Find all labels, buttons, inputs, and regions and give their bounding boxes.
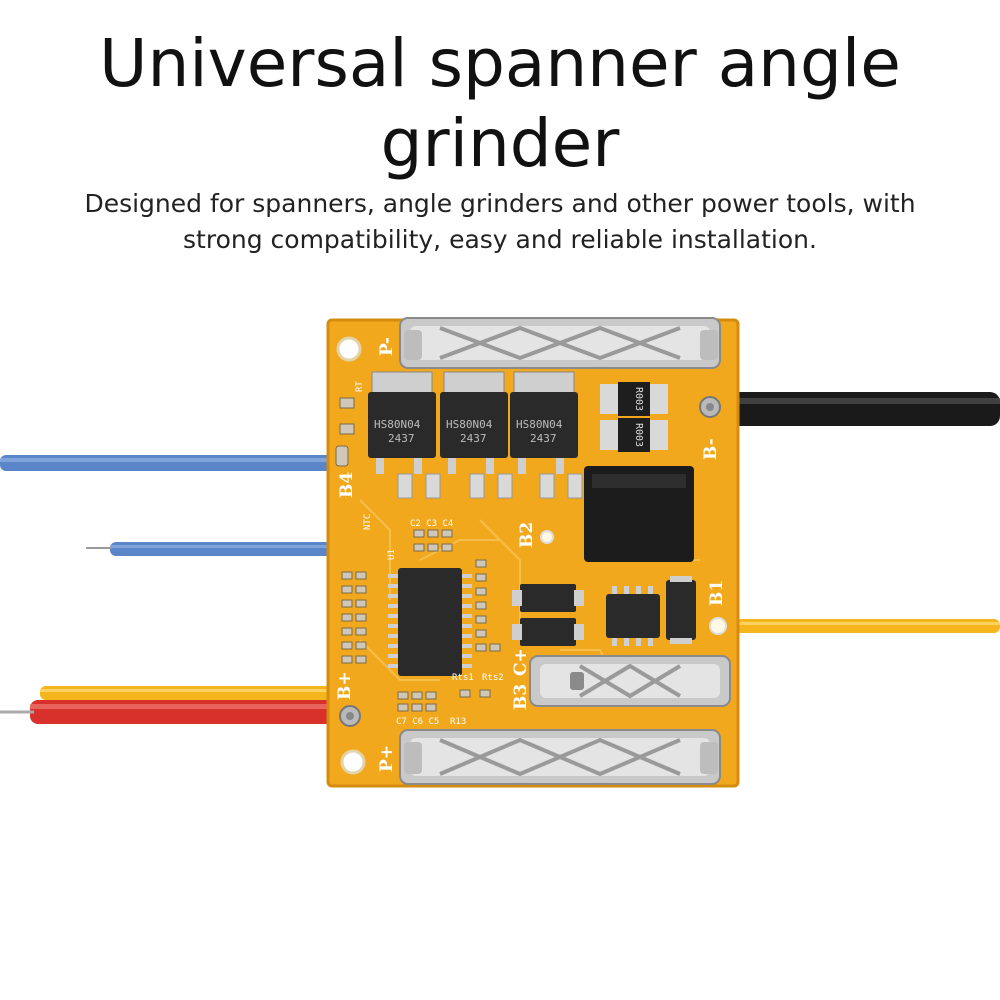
- shunt-resistor-1: R003: [600, 382, 668, 416]
- mosfet-2-marking: HS80N04: [446, 418, 493, 431]
- blue-wire-ntc: [110, 542, 340, 556]
- mosfet-1: HS80N04 2437: [368, 371, 436, 474]
- label-b2: B2: [517, 522, 537, 548]
- label-u1: U1: [387, 549, 397, 560]
- title-line-1: Universal spanner angle: [99, 25, 901, 102]
- label-b1: B1: [707, 580, 727, 606]
- mosfet-3: HS80N04 2437: [510, 371, 578, 474]
- label-rts2: Rts2: [482, 673, 504, 683]
- bms-board-photo: HS80N04 2437 HS80N04 2437 HS80N04 2437: [0, 317, 1000, 788]
- via-center: [540, 530, 554, 544]
- shunt-2-marking: R003: [633, 423, 644, 447]
- diode-d1: [666, 576, 696, 644]
- description-line-2: strong compatibility, easy and reliable …: [183, 225, 817, 254]
- diode-d3: [512, 618, 584, 646]
- label-b4: B4: [337, 472, 357, 498]
- mosfet-array: HS80N04 2437 HS80N04 2437 HS80N04 2437: [368, 371, 583, 499]
- label-ntc: NTC: [363, 514, 373, 530]
- terminal-c-plus: [529, 655, 731, 707]
- label-c7-c6-c5: C7 C6 C5: [396, 717, 439, 727]
- label-b-plus: B+: [335, 671, 355, 700]
- black-wire-b-minus: [700, 392, 1000, 426]
- power-component: [584, 466, 694, 562]
- mosfet-3-marking: HS80N04: [516, 418, 563, 431]
- label-p-plus: P+: [377, 745, 397, 772]
- smd-passives: [335, 397, 501, 712]
- product-description: Designed for spanners, angle grinders an…: [40, 186, 960, 258]
- via-right: [709, 617, 727, 635]
- mount-hole-top-left: [336, 336, 362, 362]
- title-line-2: grinder: [380, 105, 620, 182]
- label-b-minus: B-: [701, 438, 721, 460]
- shunt-resistor-2: R003: [600, 418, 668, 452]
- ic-u1: [388, 568, 472, 676]
- blue-wire-b4: [0, 455, 340, 471]
- label-p-minus: P-: [377, 337, 397, 356]
- label-r13: R13: [450, 717, 466, 727]
- label-c2-c3-c4: C2 C3 C4: [410, 519, 453, 529]
- mosfet-3-code: 2437: [530, 432, 557, 445]
- ic-small-1: [606, 586, 660, 646]
- label-b3: B3: [511, 684, 531, 710]
- mosfet-2: HS80N04 2437: [440, 371, 508, 474]
- description-line-1: Designed for spanners, angle grinders an…: [84, 189, 916, 218]
- yellow-wire-left: [40, 686, 340, 700]
- mosfet-2-code: 2437: [460, 432, 487, 445]
- shunt-1-marking: R003: [633, 387, 644, 411]
- page-title: Universal spanner angle grinder: [0, 24, 1000, 184]
- shunt-resistors: R003 R003: [600, 382, 668, 452]
- wires: [0, 392, 1000, 724]
- terminal-p-plus: [399, 729, 721, 785]
- mount-hole-bottom-left: [340, 749, 366, 775]
- silkscreen-labels: P- P+ B- B1 B2 B3 B4 B+ C+ RT NTC U1 C2 …: [335, 337, 727, 772]
- label-rts1: Rts1: [452, 673, 474, 683]
- diode-d2: [512, 584, 584, 612]
- mosfet-1-marking: HS80N04: [374, 418, 421, 431]
- label-c-plus: C+: [511, 648, 531, 676]
- mosfet-1-code: 2437: [388, 432, 415, 445]
- terminal-p-minus: [399, 317, 721, 369]
- red-wire-b-plus: [30, 700, 340, 724]
- label-rt: RT: [355, 381, 365, 392]
